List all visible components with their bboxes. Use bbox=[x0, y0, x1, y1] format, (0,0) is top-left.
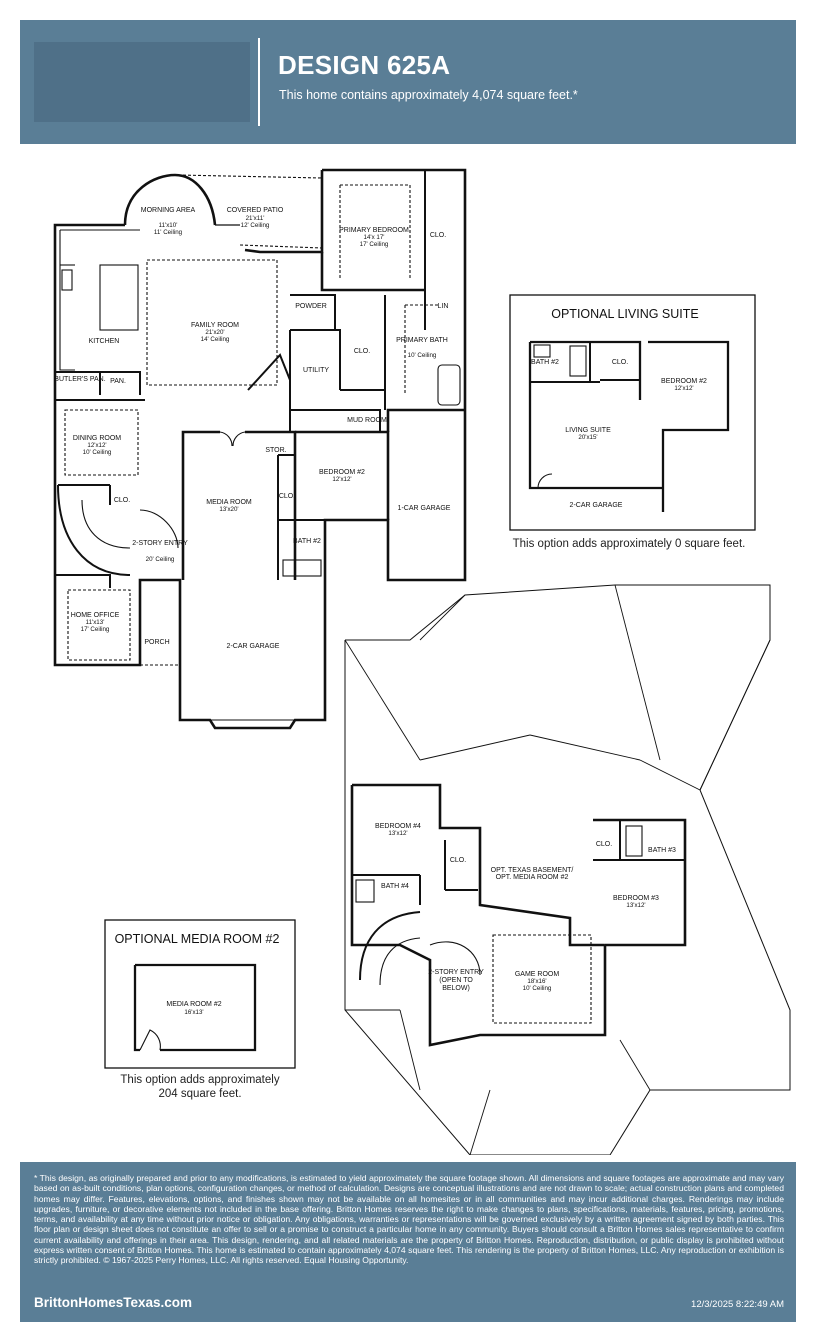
svg-text:11' Ceiling: 11' Ceiling bbox=[154, 229, 183, 236]
svg-text:13'x20': 13'x20' bbox=[219, 506, 238, 513]
svg-text:13'x12': 13'x12' bbox=[626, 902, 645, 909]
svg-text:12'x12': 12'x12' bbox=[674, 385, 693, 392]
svg-text:20' Ceiling: 20' Ceiling bbox=[146, 556, 175, 563]
suite-bath-2: BATH #2 bbox=[531, 359, 559, 366]
room-powder: POWDER bbox=[295, 303, 327, 310]
room-bath-4: BATH #4 bbox=[381, 883, 409, 890]
header-banner: DESIGN 625A This home contains approxima… bbox=[20, 20, 796, 144]
suite-2-car-garage: 2-CAR GARAGE bbox=[570, 502, 623, 509]
svg-text:17' Ceiling: 17' Ceiling bbox=[360, 241, 389, 248]
room-primary-bedroom: PRIMARY BEDROOM bbox=[339, 227, 409, 234]
svg-text:16'x13': 16'x13' bbox=[184, 1009, 203, 1016]
room-storage: STOR. bbox=[265, 447, 286, 454]
first-floor-plan bbox=[53, 168, 467, 730]
room-primary-bath: PRIMARY BATH bbox=[396, 337, 448, 344]
website-link[interactable]: BrittonHomesTexas.com bbox=[34, 1295, 193, 1310]
svg-text:21'x11': 21'x11' bbox=[246, 215, 265, 222]
room-morning-area: MORNING AREA bbox=[141, 207, 196, 214]
living-suite-note: This option adds approximately 0 square … bbox=[512, 538, 746, 550]
room-dining-room: DINING ROOM bbox=[73, 435, 121, 442]
svg-text:14' Ceiling: 14' Ceiling bbox=[201, 336, 230, 343]
brand-logo bbox=[34, 42, 250, 122]
second-floor-labels: BEDROOM #4 13'x12' CLO. BATH #4 OPT. TEX… bbox=[375, 823, 676, 992]
media-room-note-line2: 204 square feet. bbox=[158, 1088, 242, 1100]
room-closet-bedroom-2: CLO. bbox=[279, 493, 295, 500]
svg-text:14'x 17': 14'x 17' bbox=[364, 234, 385, 241]
media-room-title: OPTIONAL MEDIA ROOM #2 bbox=[115, 932, 280, 946]
header-divider bbox=[258, 38, 260, 126]
suite-bedroom-2: BEDROOM #2 bbox=[661, 378, 707, 385]
svg-text:17' Ceiling: 17' Ceiling bbox=[81, 626, 110, 633]
room-2-story-entry: 2-STORY ENTRY bbox=[132, 540, 188, 547]
svg-text:12' Ceiling: 12' Ceiling bbox=[241, 222, 270, 229]
optional-media-room-plan bbox=[104, 919, 296, 1069]
media-room-note: This option adds approximately 204 squar… bbox=[100, 1073, 300, 1101]
room-closet-primary: CLO. bbox=[430, 232, 446, 239]
room-mud-room: MUD ROOM bbox=[347, 417, 387, 424]
svg-text:12'x12': 12'x12' bbox=[332, 476, 351, 483]
footer-banner: * This design, as originally prepared an… bbox=[20, 1162, 796, 1322]
svg-text:BELOW): BELOW) bbox=[442, 985, 470, 992]
room-linen: LIN bbox=[438, 303, 449, 310]
room-game-room: GAME ROOM bbox=[515, 971, 560, 978]
room-texas-basement: OPT. TEXAS BASEMENT/ bbox=[491, 867, 574, 874]
room-bath-2: BATH #2 bbox=[293, 538, 321, 545]
floor-plans: MORNING AREA 11'x10' 11' Ceiling COVERED… bbox=[53, 168, 791, 1155]
suite-closet: CLO. bbox=[612, 359, 628, 366]
room-family-room: FAMILY ROOM bbox=[191, 322, 239, 329]
room-2-story-entry-upper: 2-STORY ENTRY bbox=[428, 969, 484, 976]
media-room-labels: OPTIONAL MEDIA ROOM #2 MEDIA ROOM #2 16'… bbox=[115, 932, 280, 1016]
room-bath-3: BATH #3 bbox=[648, 847, 676, 854]
optional-living-suite-plan bbox=[509, 294, 756, 531]
media-room-note-line1: This option adds approximately bbox=[120, 1074, 280, 1086]
room-pantry: PAN. bbox=[110, 378, 126, 385]
first-floor-labels: MORNING AREA 11'x10' 11' Ceiling COVERED… bbox=[54, 207, 450, 650]
room-utility: UTILITY bbox=[303, 367, 329, 374]
room-bedroom-4: BEDROOM #4 bbox=[375, 823, 421, 830]
living-suite-labels: OPTIONAL LIVING SUITE BATH #2 CLO. BEDRO… bbox=[531, 307, 707, 509]
svg-text:10' Ceiling: 10' Ceiling bbox=[408, 352, 437, 359]
svg-text:12'x12': 12'x12' bbox=[87, 442, 106, 449]
room-covered-patio: COVERED PATIO bbox=[227, 207, 284, 214]
design-title: DESIGN 625A bbox=[278, 50, 451, 80]
room-butlers-pantry: BUTLER'S PAN. bbox=[54, 376, 105, 383]
room-media-room: MEDIA ROOM bbox=[206, 499, 252, 506]
room-home-office: HOME OFFICE bbox=[71, 612, 120, 619]
suite-living-suite: LIVING SUITE bbox=[565, 427, 611, 434]
room-2-car-garage: 2-CAR GARAGE bbox=[227, 643, 280, 650]
room-closet-bedroom-3: CLO. bbox=[596, 841, 612, 848]
second-floor-plan bbox=[344, 584, 791, 1155]
svg-text:11'x10': 11'x10' bbox=[159, 222, 178, 229]
room-1-car-garage: 1-CAR GARAGE bbox=[398, 505, 451, 512]
room-closet-entry: CLO. bbox=[114, 497, 130, 504]
room-closet-utility: CLO. bbox=[354, 348, 370, 355]
living-suite-title: OPTIONAL LIVING SUITE bbox=[551, 307, 699, 321]
room-closet-bedroom-4: CLO. bbox=[450, 857, 466, 864]
svg-text:10' Ceiling: 10' Ceiling bbox=[523, 985, 552, 992]
svg-text:(OPEN TO: (OPEN TO bbox=[439, 977, 473, 984]
svg-text:13'x12': 13'x12' bbox=[388, 830, 407, 837]
room-kitchen: KITCHEN bbox=[89, 338, 120, 345]
room-bedroom-2: BEDROOM #2 bbox=[319, 469, 365, 476]
media-room-2: MEDIA ROOM #2 bbox=[166, 1001, 221, 1008]
svg-text:20'x15': 20'x15' bbox=[578, 434, 597, 441]
room-porch: PORCH bbox=[144, 639, 169, 646]
disclaimer-text: * This design, as originally prepared an… bbox=[34, 1173, 784, 1266]
print-timestamp: 12/3/2025 8:22:49 AM bbox=[691, 1299, 784, 1310]
svg-text:11'x13': 11'x13' bbox=[86, 619, 105, 626]
design-subtitle: This home contains approximately 4,074 s… bbox=[279, 88, 578, 102]
room-bedroom-3: BEDROOM #3 bbox=[613, 895, 659, 902]
svg-text:18'x16': 18'x16' bbox=[527, 978, 546, 985]
svg-text:21'x20': 21'x20' bbox=[205, 329, 224, 336]
svg-text:OPT. MEDIA ROOM #2: OPT. MEDIA ROOM #2 bbox=[496, 874, 569, 881]
svg-text:10' Ceiling: 10' Ceiling bbox=[83, 449, 112, 456]
